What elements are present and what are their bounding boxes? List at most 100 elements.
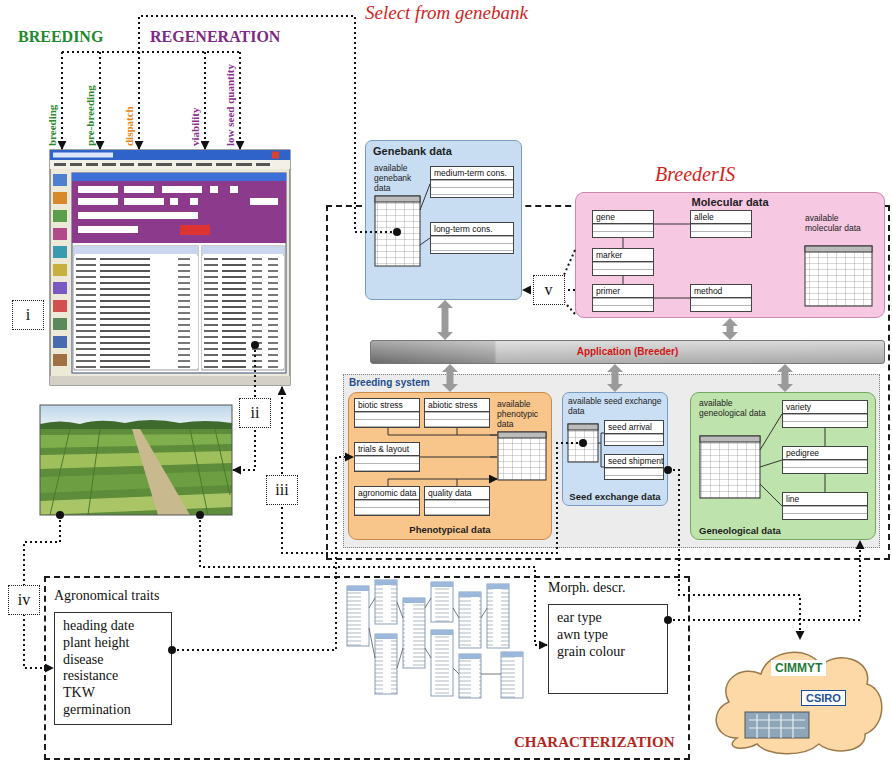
connector (654, 224, 690, 225)
software-screenshot (50, 150, 290, 385)
table-box: allele (690, 210, 752, 238)
table-name: agronomic data (355, 487, 419, 500)
connector (825, 474, 826, 492)
cloud-outline (705, 640, 888, 758)
table-box: primer (592, 284, 654, 312)
arrowhead (777, 364, 793, 372)
arrow-label: pre-breeding (84, 85, 97, 146)
block-arrow (437, 300, 453, 340)
table-box: seed shipment (604, 454, 664, 480)
callout-number: ii (239, 398, 271, 428)
building-photo (745, 712, 809, 738)
table-name: medium-term cons. (431, 167, 513, 180)
arrowhead (437, 300, 453, 308)
arrowhead (345, 453, 354, 462)
group-heading: BREEDING (18, 28, 103, 46)
table-name: seed arrival (605, 421, 663, 434)
leader-lines (24, 16, 782, 668)
box-title: Phenotypical data (349, 524, 551, 535)
trait-list-box: Agronomical traitsheading dateplant heig… (54, 612, 172, 725)
table-box: method (690, 284, 752, 312)
connector-line (612, 371, 619, 385)
connector-line (825, 428, 826, 446)
arrowhead (856, 540, 865, 549)
connector-line (442, 307, 449, 333)
list-item: germination (63, 702, 153, 719)
list-title: Agronomical traits (54, 588, 159, 604)
callout-number: iii (266, 475, 298, 505)
data-caption: available phenotypic data (497, 399, 549, 429)
table-name: long-term cons. (431, 223, 513, 236)
data-caption: available seed exchange data (568, 396, 664, 416)
arrowhead (722, 318, 738, 326)
connector-line (447, 371, 454, 385)
data-caption: available geneological data (699, 398, 773, 418)
block-arrow (442, 364, 458, 392)
connector (623, 276, 624, 284)
callout-number: i (12, 300, 44, 330)
list-item: awn type (557, 627, 647, 644)
list-item: disease resistance (63, 652, 153, 686)
application-bar: Application (Breeder) (370, 340, 885, 364)
table-name: marker (593, 249, 653, 262)
connector-line (623, 276, 624, 284)
callout-number: v (533, 275, 565, 305)
table-box: agronomic data (354, 486, 420, 516)
trait-list-box: Morph. descr.ear typeawn typegrain colou… (548, 604, 668, 694)
arrow-label: low seed quantity (224, 64, 237, 146)
region-title: CHARACTERIZATION (514, 734, 675, 751)
table-name: biotic stress (355, 399, 419, 412)
arrowhead (777, 384, 793, 392)
connector (825, 428, 826, 446)
arrowhead (442, 384, 458, 392)
table-name: quality data (425, 487, 489, 500)
callout-number: iv (8, 585, 40, 615)
data-caption: available genebank data (374, 163, 424, 193)
connector-line (782, 371, 789, 385)
arrowhead (437, 332, 453, 340)
partner-logo: CIMMYT (771, 660, 826, 676)
table-name: pedigree (783, 447, 867, 460)
region-title: BreederIS (655, 163, 735, 186)
connector-line (668, 470, 800, 632)
building-windows (749, 714, 805, 738)
table-box: gene (592, 210, 654, 238)
list-title: Morph. descr. (548, 580, 625, 596)
connector-line (668, 548, 860, 620)
block-arrow (777, 364, 793, 392)
connector-line (654, 224, 690, 225)
table-box: marker (592, 248, 654, 276)
arrowhead (722, 332, 738, 340)
box-title: Molecular data (576, 196, 884, 208)
arrowhead (522, 286, 531, 295)
table-box: pedigree (782, 446, 868, 474)
block-arrow (607, 364, 623, 392)
connector-line (727, 325, 734, 333)
group-heading: REGENERATION (150, 28, 280, 46)
list-item: TKW (63, 685, 153, 702)
list-item: grain colour (557, 644, 647, 661)
list-item: ear type (557, 610, 647, 627)
table-box: line (782, 492, 868, 520)
connector (654, 298, 690, 299)
data-grid (375, 196, 872, 498)
breeding-system-region: Breeding systemPhenotypical dataavailabl… (343, 374, 880, 548)
table-name: abiotic stress (425, 399, 489, 412)
table-name: allele (691, 211, 751, 224)
arrowhead (796, 631, 805, 640)
table-name: variety (783, 401, 867, 414)
arrow-label: dispatch (123, 106, 136, 146)
partner-cloud: CIMMYT CSIRO (705, 640, 888, 758)
connector-dot (664, 616, 672, 624)
annotation-title: Select from genebank (365, 2, 528, 24)
box-title: Geneological data (699, 525, 781, 536)
table-name: trials & layout (355, 443, 419, 456)
connector (664, 466, 805, 640)
table-name: gene (593, 211, 653, 224)
partner-logo: CSIRO (801, 690, 846, 706)
table-box: long-term cons. (430, 222, 514, 254)
data-caption: available molecular data (805, 213, 869, 233)
connector (623, 238, 624, 248)
table-box: biotic stress (354, 398, 420, 428)
arrow-label: viability (189, 107, 202, 146)
